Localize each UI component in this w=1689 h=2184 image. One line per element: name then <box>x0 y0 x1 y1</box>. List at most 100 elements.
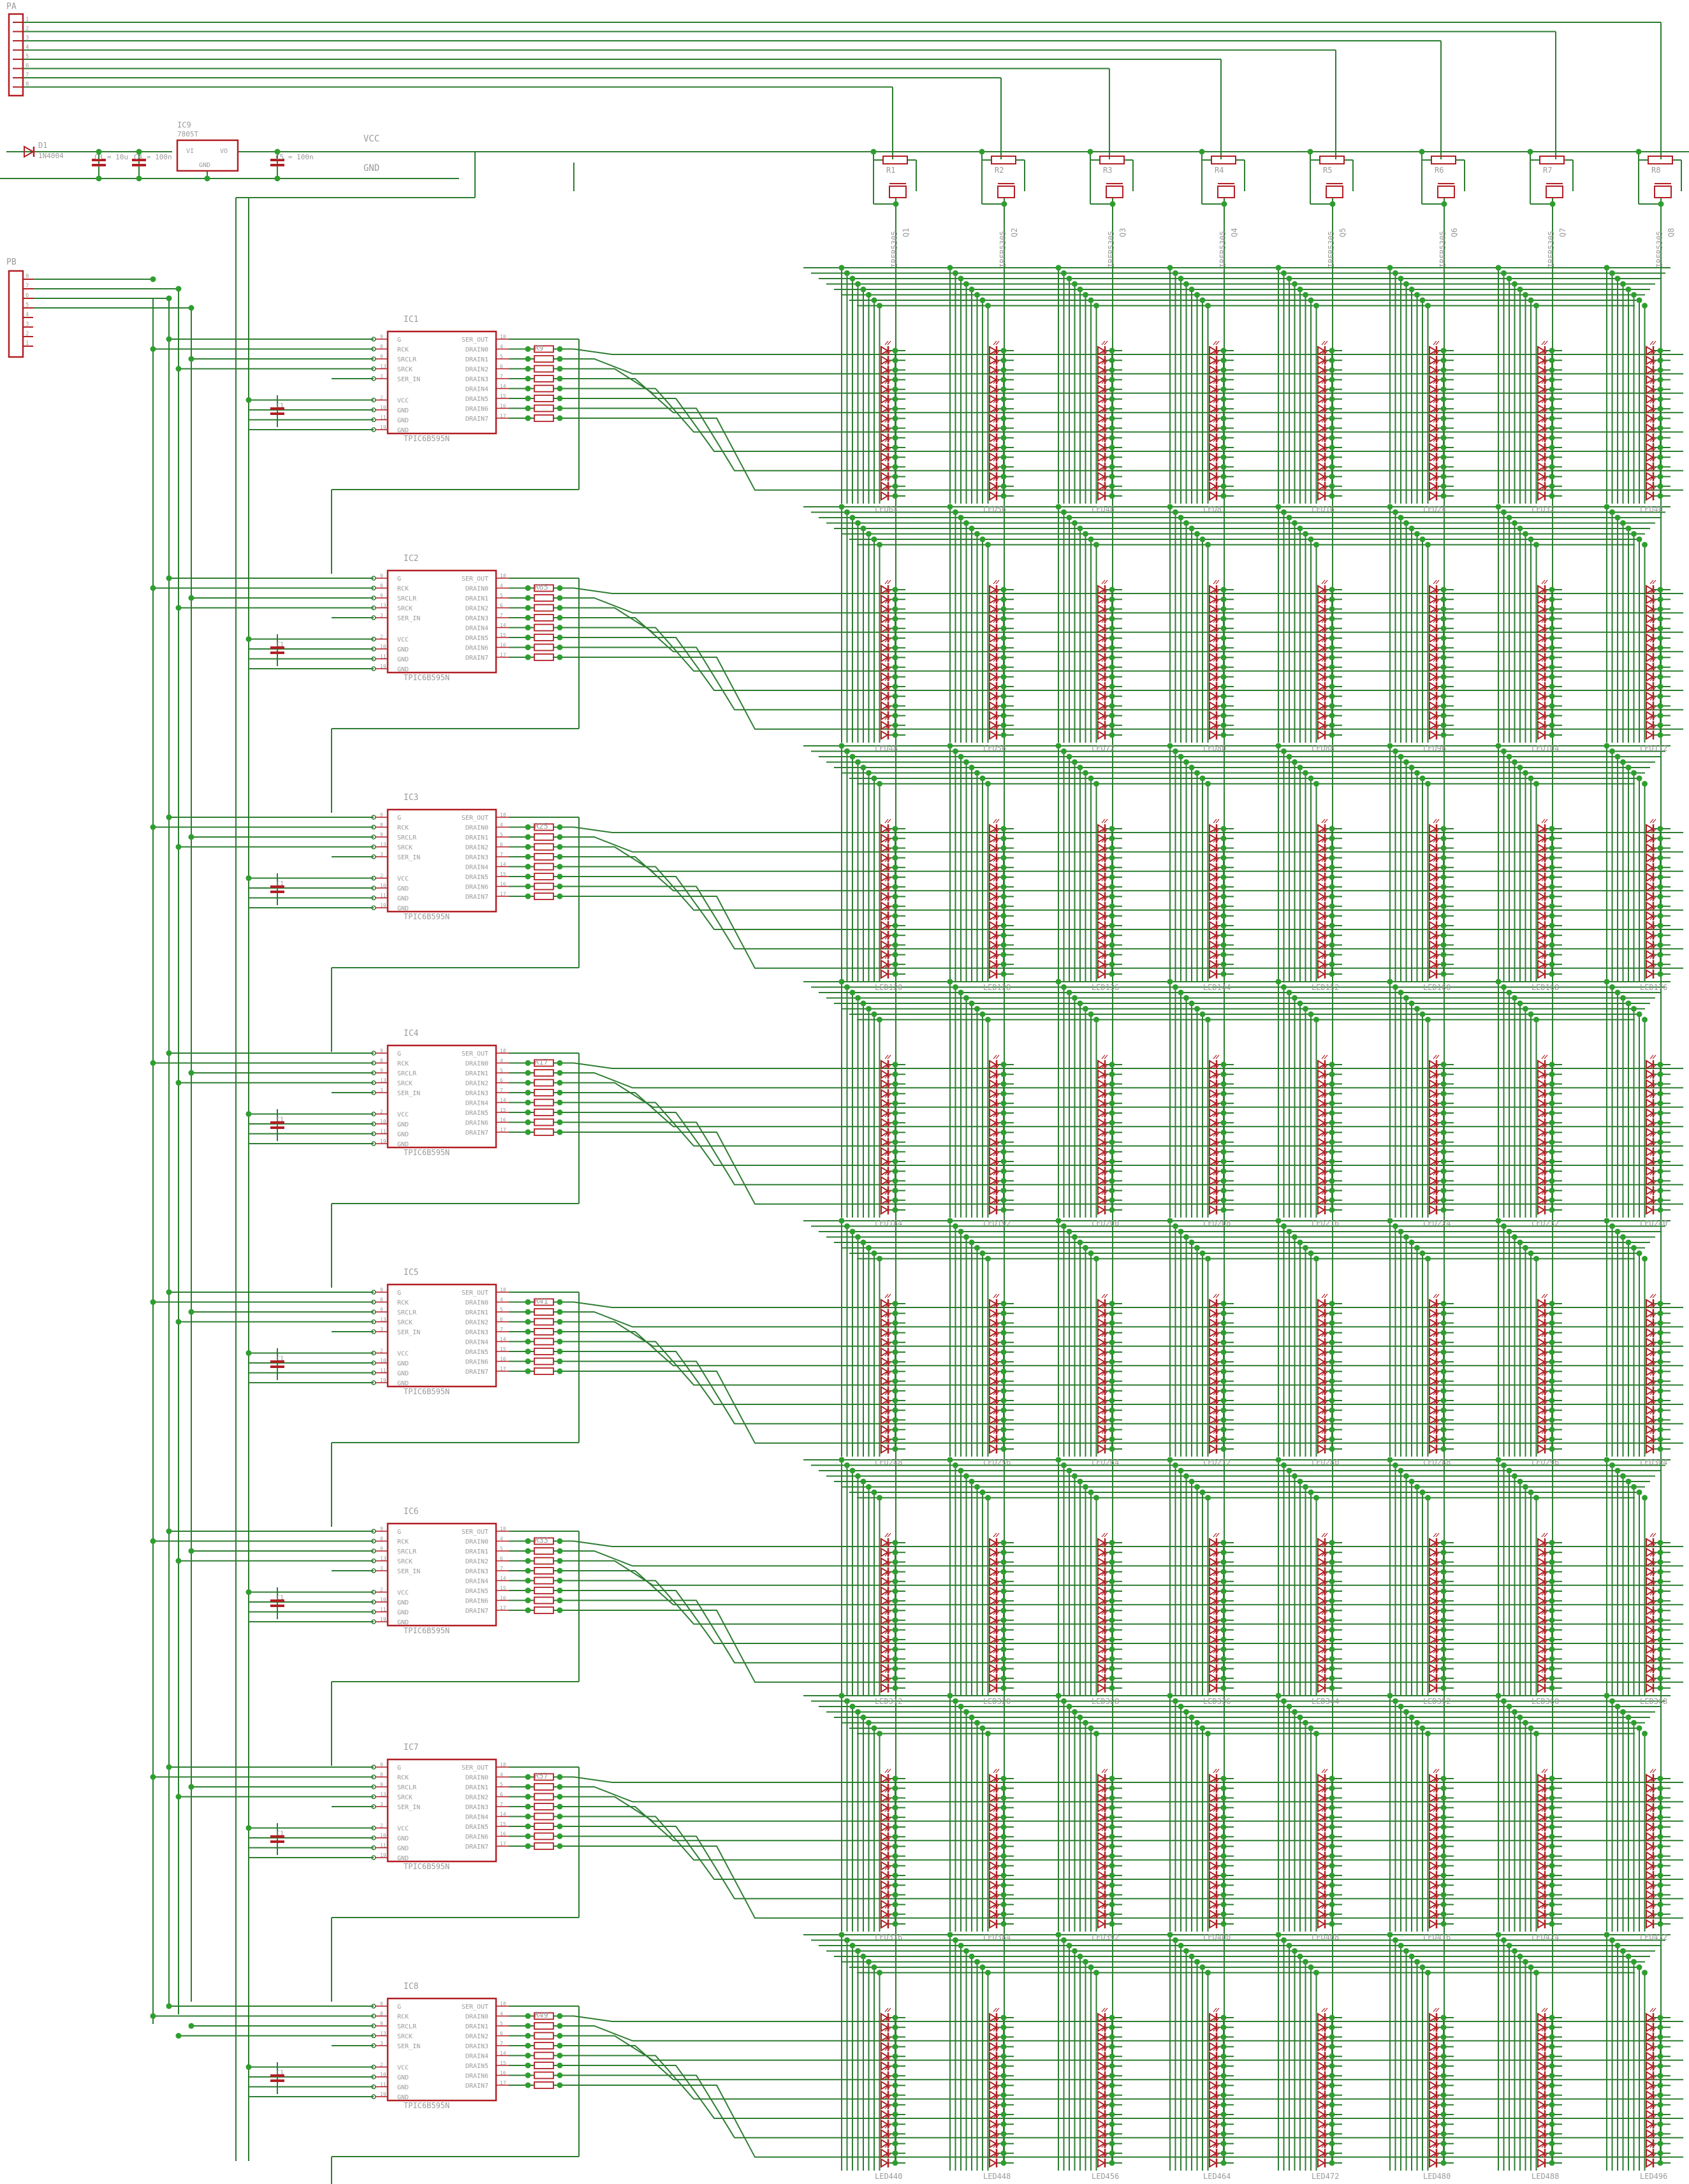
led-symbol <box>989 1644 997 1654</box>
led-arrow <box>1321 1151 1326 1156</box>
led-symbol <box>881 1654 889 1664</box>
led-symbol <box>1097 691 1106 701</box>
led-arrow <box>1324 589 1328 594</box>
led-arrow <box>887 925 891 930</box>
led-arrow <box>887 1371 891 1376</box>
led-arrow <box>1101 1123 1106 1127</box>
led-arrow <box>1215 906 1220 911</box>
led-arrow <box>1435 1112 1440 1117</box>
led-arrow <box>1541 1190 1546 1195</box>
led-symbol <box>881 1088 889 1099</box>
led-arrow <box>1544 1190 1548 1195</box>
led-arrow <box>1215 725 1220 730</box>
led-arrow <box>884 437 889 442</box>
led-symbol <box>881 452 889 462</box>
capacitor-plate <box>270 1599 284 1602</box>
led-arrow <box>1104 1093 1108 1098</box>
led-arrow <box>1101 964 1106 969</box>
led-arrow <box>1652 877 1656 882</box>
led-arrow <box>1324 428 1328 433</box>
resistor <box>534 355 554 363</box>
wire <box>566 657 1683 730</box>
led-arrow <box>1215 428 1220 433</box>
led-arrow <box>1213 1429 1217 1434</box>
capacitor-plate <box>270 646 284 649</box>
led-symbol <box>1317 852 1326 863</box>
led-arrow <box>1101 447 1106 452</box>
led-arrow <box>887 1342 891 1347</box>
led-arrow <box>1324 409 1328 413</box>
led-symbol <box>1209 481 1217 491</box>
led-arrow <box>1544 828 1548 833</box>
led-symbol <box>1429 404 1437 414</box>
led-symbol <box>1317 1059 1326 1070</box>
led-arrow <box>1435 686 1440 691</box>
led-symbol <box>1646 604 1654 615</box>
led-arrow <box>1544 457 1548 462</box>
led-arrow <box>1652 457 1656 462</box>
led-symbol <box>1646 1195 1654 1205</box>
led-arrow <box>993 618 997 623</box>
led-arrow <box>1101 1342 1106 1347</box>
led-arrow <box>1433 1190 1437 1195</box>
led-symbol <box>881 1079 889 1089</box>
led-arrow <box>1101 1190 1106 1195</box>
led-arrow <box>884 579 889 585</box>
led-arrow <box>1435 819 1440 824</box>
wire <box>566 2055 1683 2100</box>
led-arrow <box>1213 437 1217 442</box>
led-arrow <box>1215 887 1220 891</box>
led-arrow <box>1213 340 1217 346</box>
led-arrow <box>1435 618 1440 623</box>
led-arrow <box>1649 609 1654 613</box>
led-arrow <box>887 340 891 346</box>
led-arrow <box>993 706 997 710</box>
led-arrow <box>1652 389 1656 394</box>
led-symbol <box>881 1434 889 1445</box>
led-arrow <box>1104 1112 1108 1117</box>
led-symbol <box>1097 1108 1106 1118</box>
led-symbol <box>881 374 889 385</box>
led-symbol <box>881 1185 889 1196</box>
led-arrow <box>887 828 891 833</box>
led-arrow <box>1101 340 1106 346</box>
led-arrow <box>1649 1420 1654 1424</box>
capacitor-plate <box>270 1121 284 1124</box>
led-symbol <box>1429 969 1437 979</box>
led-symbol <box>1209 1147 1217 1157</box>
led-symbol <box>1317 1185 1326 1196</box>
led-symbol <box>989 672 997 682</box>
led-symbol <box>881 394 889 404</box>
led-arrow <box>887 360 891 365</box>
led-symbol <box>1317 872 1326 882</box>
led-arrow <box>1652 696 1656 701</box>
led-symbol <box>881 872 889 882</box>
led-arrow <box>1435 906 1440 911</box>
led-arrow <box>884 370 889 374</box>
resistor <box>534 1328 554 1336</box>
led-arrow <box>1324 1132 1328 1137</box>
wire <box>566 876 1683 930</box>
led-arrow <box>1321 609 1326 613</box>
wire <box>566 388 1683 433</box>
led-arrow <box>995 1381 1000 1386</box>
led-symbol <box>1429 374 1437 385</box>
led-arrow <box>1104 925 1108 930</box>
led-arrow <box>1215 857 1220 863</box>
led-symbol <box>1209 1117 1217 1128</box>
led-arrow <box>1213 618 1217 623</box>
led-symbol <box>1537 921 1546 931</box>
led-symbol <box>1317 949 1326 960</box>
led-symbol <box>1537 1366 1546 1377</box>
led-arrow <box>1324 1074 1328 1079</box>
led-arrow <box>887 1678 891 1683</box>
led-arrow <box>1324 725 1328 730</box>
wire <box>566 368 1683 394</box>
led-arrow <box>1541 715 1546 720</box>
led-arrow <box>995 1659 1000 1663</box>
led-arrow <box>1213 1371 1217 1376</box>
led-symbol <box>989 594 997 604</box>
led-arrow <box>1541 1142 1546 1147</box>
led-symbol <box>989 365 997 375</box>
led-arrow <box>1541 906 1546 911</box>
